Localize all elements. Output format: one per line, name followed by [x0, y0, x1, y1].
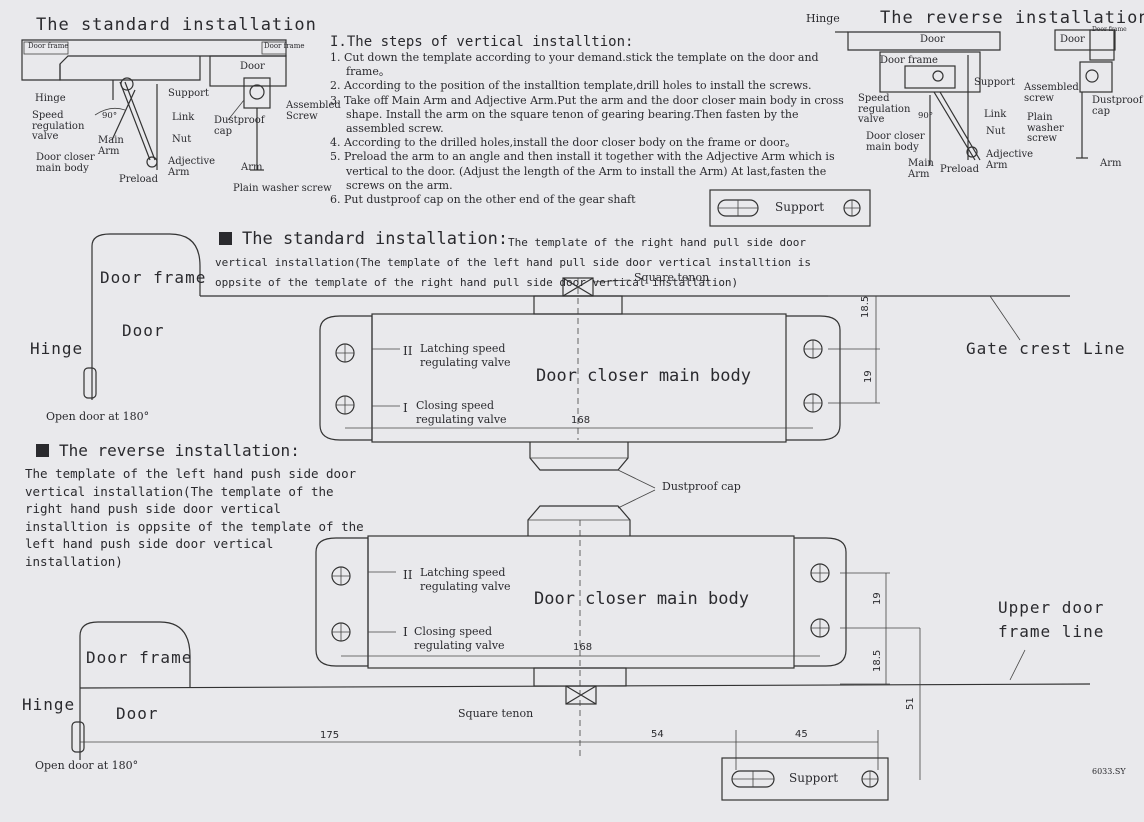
plain-washer-label-tl: Plain washer screw [233, 183, 332, 194]
gate-crest-line-label: Gate crest Line [966, 339, 1126, 358]
adjective-arm-label-tl: Adjective Arm [168, 156, 216, 178]
door-frame-label-tl2: Door frame [264, 42, 305, 50]
dim-168-std: 168 [571, 415, 591, 426]
upper-door-frame-line-label: Upper door frame line [998, 598, 1105, 641]
support-label-rev: Support [789, 771, 839, 785]
dim-19-rev: 19 [872, 592, 883, 605]
dim-45-rev: 45 [795, 729, 808, 740]
dim-54-rev: 54 [651, 729, 664, 740]
steps-list: 1. Cut down the template according to yo… [330, 51, 860, 207]
closer-body-label-tr: Door closer main body [866, 131, 925, 153]
link-label-tr: Link [984, 109, 1007, 120]
dim-185-std: 18.5 [860, 295, 871, 318]
square-bullet-icon [219, 232, 232, 245]
door-label-rev: Door [116, 704, 159, 723]
nut-label-tl: Nut [172, 134, 192, 145]
body-label-std: Door closer main body [536, 366, 751, 386]
dim-51-rev: 51 [905, 697, 916, 710]
open-door-label-std: Open door at 180° [46, 410, 150, 423]
valve2-num-std: II [403, 344, 413, 358]
dim-168-rev: 168 [573, 642, 593, 653]
standard-installation-drawing [83, 233, 1070, 471]
support-label-top: Support [775, 200, 825, 214]
assembled-screw-label-tr: Assembled screw [1024, 82, 1079, 104]
reverse-mini-diagram [835, 29, 1116, 165]
valve1-label-rev: Closing speed regulating valve [414, 625, 505, 652]
hinge-label-rev: Hinge [22, 695, 76, 714]
door-frame-label-tr2: Door frame [1092, 26, 1127, 33]
assembled-screw-label-tl: Assembled Screw [286, 100, 341, 122]
hinge-label-std: Hinge [30, 339, 84, 358]
step-item: 4. According to the drilled holes,instal… [330, 136, 797, 150]
support-label-tr: Support [974, 77, 1015, 88]
plain-washer-label-tr: Plain washer screw [1027, 112, 1064, 144]
standard-subtitle: The template of the right hand pull side… [215, 236, 812, 289]
closer-body-label-tl: Door closer main body [36, 152, 95, 174]
square-tenon-label-rev: Square tenon [458, 707, 534, 720]
door-label-std: Door [122, 321, 165, 340]
hinge-label-tr: Hinge [806, 12, 840, 25]
door-frame-label-std: Door frame [100, 268, 207, 287]
step-item: 2. According to the position of the inst… [330, 79, 812, 93]
hinge-label-tl: Hinge [35, 93, 66, 104]
dim-19-std: 19 [863, 370, 874, 383]
dim-185-rev: 18.5 [872, 649, 883, 672]
door-label-tl: Door [240, 61, 265, 72]
standard-mini-diagram [21, 39, 287, 171]
arm-label-tl: Arm [241, 162, 263, 173]
step-item: 6. Put dustproof cap on the other end of… [330, 193, 636, 207]
step-item: 5. Preload the arm to an angle and then … [330, 150, 835, 192]
reverse-heading: The reverse installation: [36, 441, 300, 460]
standard-title-top: The standard installation [36, 15, 317, 35]
body-label-rev: Door closer main body [534, 589, 749, 609]
nut-label-tr: Nut [986, 126, 1006, 137]
angle-label-tr: 90° [918, 111, 934, 121]
valve2-label-rev: Latching speed regulating valve [420, 566, 511, 593]
step-item: 3. Take off Main Arm and Adjective Arm.P… [330, 93, 844, 136]
dustproof-cap-label-tl: Dustproof cap [214, 115, 265, 137]
doc-code: 6033.SY [1092, 767, 1126, 776]
valve2-num-rev: II [403, 568, 413, 582]
door-label-tr: Door [920, 34, 945, 45]
dim-175-rev: 175 [320, 730, 340, 741]
step-item: 1. Cut down the template according to yo… [330, 51, 819, 79]
valve1-num-rev: I [403, 625, 408, 639]
adjective-arm-label-tr: Adjective Arm [986, 149, 1034, 171]
dustproof-cap-label: Dustproof cap [662, 480, 741, 493]
open-door-label-rev: Open door at 180° [35, 759, 139, 772]
support-label-tl: Support [168, 88, 209, 99]
square-tenon-label-std: Square tenon [634, 271, 710, 284]
arm-label-tr: Arm [1100, 158, 1122, 169]
square-bullet-icon-2 [36, 444, 49, 457]
standard-heading-text: The standard installation: [242, 229, 509, 249]
preload-label-tr: Preload [940, 164, 980, 175]
valve2-label-std: Latching speed regulating valve [420, 342, 511, 369]
valve1-num-std: I [403, 401, 408, 415]
speed-valve-label-tr: Speed regulation valve [858, 93, 911, 125]
reverse-title-top: The reverse installation [880, 8, 1144, 28]
reverse-subtitle: The template of the left hand push side … [25, 466, 364, 569]
door-frame-label-tr: Door frame [880, 55, 938, 66]
main-arm-label-tl: Main Arm [98, 135, 124, 157]
reverse-heading-text: The reverse installation: [59, 441, 300, 460]
valve1-label-std: Closing speed regulating valve [416, 399, 507, 426]
preload-label-tl: Preload [119, 174, 159, 185]
dustproof-leader [617, 469, 656, 509]
door-frame-label-tl: Door frame [28, 42, 69, 50]
speed-valve-label-tl: Speed regulation valve [32, 110, 85, 142]
dustproof-cap-label-tr: Dustproof cap [1092, 95, 1143, 117]
link-label-tl: Link [172, 112, 195, 123]
steps-heading: I.The steps of vertical installtion: [330, 34, 634, 50]
door-frame-label-rev: Door frame [86, 648, 193, 667]
standard-heading: The standard installation: [219, 229, 509, 249]
angle-label-tl: 90° [102, 111, 118, 121]
support-box-top [709, 189, 871, 227]
main-arm-label-tr: Main Arm [908, 158, 934, 180]
reverse-installation-drawing [71, 505, 1091, 801]
door-label-tr2: Door [1060, 34, 1085, 45]
